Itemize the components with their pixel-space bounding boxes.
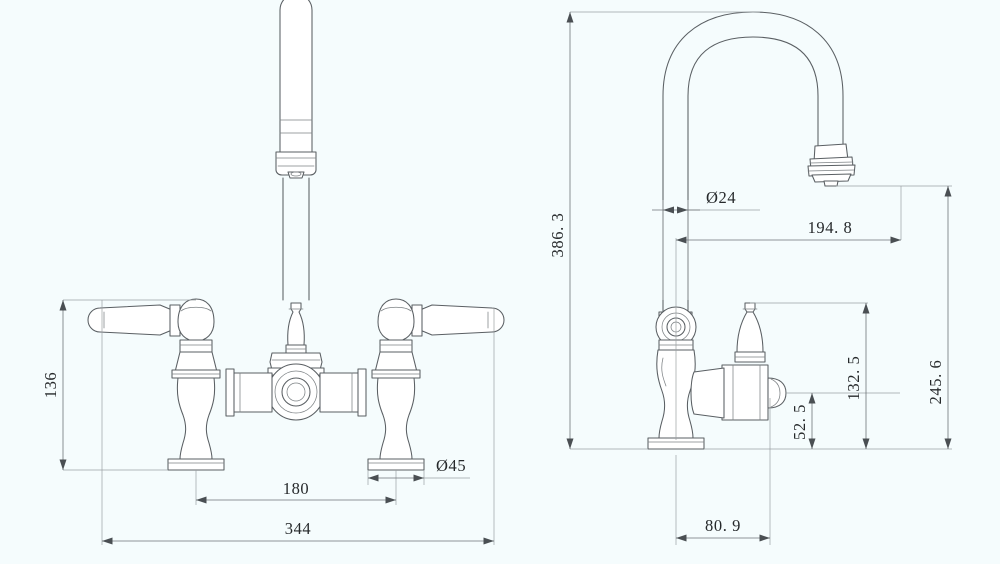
front-spout-column [275,0,317,301]
dim-label-344: 344 [285,519,312,538]
dim-arrow-d24-left [663,206,674,214]
side-lever-handle [690,302,787,421]
front-view-geometry [87,0,505,471]
side-aerator [807,143,856,187]
front-right-valve [367,298,505,471]
front-center-hub [267,352,325,421]
dim-label-194-8: 194. 8 [808,218,853,237]
front-diverter-knob [285,302,307,354]
dim-label-132-5: 132. 5 [844,356,863,401]
side-view-dimensions: 386. 3 Ø24 194. 8 245. 6 132. 5 52. 5 80… [548,11,952,545]
dim-arrow-d24-right [677,206,688,214]
front-cross-bars [225,368,367,417]
dim-label-d24: Ø24 [706,188,736,207]
front-left-valve [87,298,225,471]
front-view-dimensions: 136 Ø45 180 344 [41,299,495,545]
dim-label-136: 136 [41,372,60,399]
dim-label-52-5: 52. 5 [790,404,809,440]
dim-label-d45: Ø45 [436,456,466,475]
dim-label-180: 180 [283,479,310,498]
dim-label-386-3: 386. 3 [548,213,567,258]
dim-label-245-6: 245. 6 [926,360,945,405]
dim-label-80-9: 80. 9 [705,516,741,535]
